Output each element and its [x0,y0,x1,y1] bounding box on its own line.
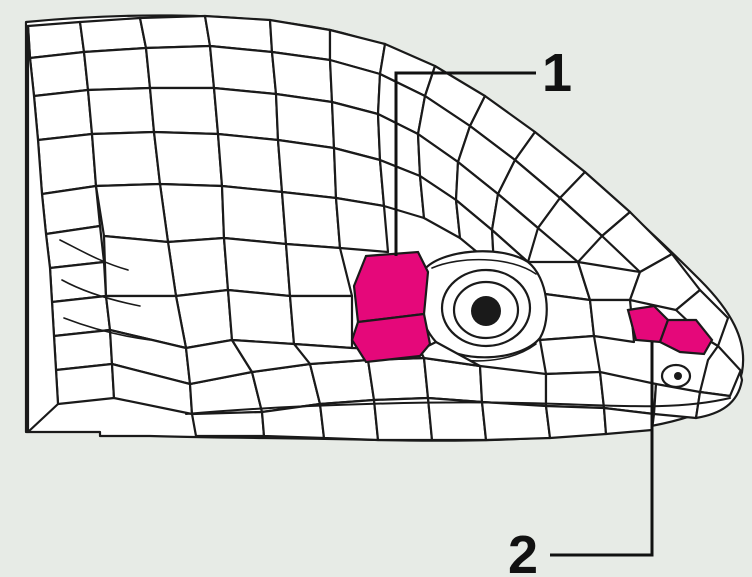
highlight-scale-upper [354,252,428,322]
nostril [662,365,690,387]
callout-1-label: 1 [542,43,572,103]
highlight-scale-lower [352,314,430,362]
scales-behind-eye [352,252,430,362]
callout-2-label: 2 [508,525,538,577]
pupil [471,296,501,326]
